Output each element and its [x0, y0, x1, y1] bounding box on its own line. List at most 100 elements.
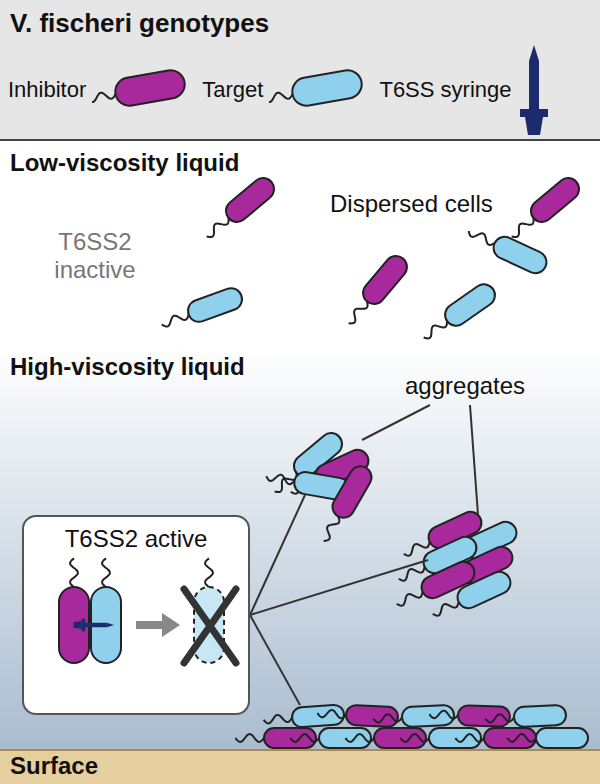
- arrow: [136, 621, 164, 629]
- cell-body: [536, 728, 588, 748]
- flagellum: [397, 563, 426, 582]
- cell-body: [59, 587, 89, 663]
- cell-body: [328, 462, 375, 521]
- surface-line: [0, 749, 600, 751]
- cell-swatch: [269, 62, 365, 118]
- cross-mark: [184, 589, 236, 663]
- leader-line: [362, 405, 430, 440]
- leader-line: [250, 615, 300, 705]
- bacterial-cell: [158, 285, 245, 335]
- syringe-swatch: [518, 44, 550, 136]
- high-viscosity-band: [0, 345, 600, 750]
- cell-body: [526, 174, 583, 227]
- header-band: [0, 0, 600, 140]
- band-title: Surface: [0, 750, 600, 782]
- bacterial-cell: [485, 705, 567, 729]
- legend-item: Target: [202, 62, 365, 118]
- flagellum: [290, 734, 319, 742]
- flagellum: [320, 514, 341, 543]
- bacterial-cell: [428, 568, 514, 624]
- annotation-label: T6SS2 inactive: [30, 228, 160, 284]
- bacterial-cell: [400, 728, 481, 748]
- leader-line: [250, 495, 305, 615]
- leader-line: [250, 560, 428, 615]
- legend-label: Inhibitor: [8, 77, 86, 103]
- cell-body: [185, 285, 245, 325]
- legend-swatch: [113, 68, 187, 108]
- legend-item: T6SS syringe: [379, 44, 549, 136]
- flagellum: [373, 713, 402, 722]
- bacterial-cell: [340, 251, 411, 330]
- annotation-label: aggregates: [405, 372, 575, 400]
- flagellum: [467, 228, 496, 247]
- box-title: T6SS2 active: [24, 517, 248, 553]
- band-title: Low-viscosity liquid: [0, 141, 600, 185]
- flagellum: [317, 709, 346, 718]
- legend-label: Target: [202, 77, 263, 103]
- bacterial-cell: [290, 728, 371, 748]
- bacterial-cell: [269, 68, 364, 113]
- cell-body: [441, 280, 499, 330]
- flagellum: [160, 311, 190, 328]
- low-viscosity-band: [0, 141, 600, 345]
- syringe-icon: [74, 619, 115, 632]
- viscosity-band: High-viscosity liquidT6SS2 active: [0, 345, 600, 750]
- legend-label: T6SS syringe: [379, 77, 511, 103]
- syringe-icon: [520, 45, 548, 135]
- annotation-label: Dispersed cells: [330, 190, 560, 218]
- flagellum: [509, 215, 536, 239]
- bacterial-cell: [314, 462, 375, 546]
- bacterial-cell: [345, 728, 426, 748]
- flagellum: [485, 713, 514, 722]
- cell-body: [514, 705, 567, 728]
- surface-band: [0, 750, 600, 784]
- leader-lines: [250, 405, 478, 705]
- cell-body: [359, 251, 412, 308]
- flagellum: [235, 734, 264, 742]
- flagellum: [345, 734, 374, 742]
- bacterial-cell: [92, 68, 187, 113]
- bacterial-cell: [91, 558, 121, 663]
- bacterial-cell: [263, 704, 345, 730]
- cell-swatch: [92, 62, 188, 118]
- flagellum: [92, 90, 116, 103]
- band-title: V. fischeri genotypes: [0, 0, 600, 47]
- flagellum: [421, 318, 449, 341]
- flagellum: [429, 710, 458, 719]
- flagellum: [70, 558, 78, 587]
- bacterial-cell: [464, 221, 550, 277]
- flagellum: [395, 588, 424, 607]
- flagellum: [102, 558, 110, 587]
- bacterial-cell: [455, 728, 536, 748]
- flagellum: [204, 215, 231, 239]
- cell-body: [484, 728, 536, 748]
- legend: Inhibitor Target T6SS syringe: [8, 44, 564, 136]
- arrowhead: [162, 613, 180, 637]
- bacterial-cell: [200, 174, 279, 245]
- bacterial-cell: [505, 174, 584, 245]
- cell-body: [490, 233, 550, 277]
- legend-swatch: [291, 68, 365, 108]
- band-divider: [0, 139, 600, 141]
- flagellum: [455, 734, 484, 742]
- cell-body: [221, 174, 278, 227]
- bacterial-cell: [417, 280, 499, 347]
- bacterial-cell: [373, 705, 455, 729]
- flagellum: [263, 714, 292, 724]
- flagellum: [205, 558, 213, 587]
- bacterial-cell: [59, 558, 89, 663]
- header-band: V. fischeri genotypes: [0, 0, 600, 140]
- state-box: T6SS2 active: [22, 515, 250, 715]
- flagellum: [431, 598, 460, 617]
- legend-item: Inhibitor: [8, 62, 188, 118]
- bacterial-cell: [235, 728, 316, 748]
- flagellum: [507, 734, 536, 742]
- cell-body: [402, 705, 455, 728]
- bacterial-cell: [507, 728, 588, 748]
- flagellum: [346, 299, 370, 326]
- flagellum: [269, 90, 293, 103]
- flagellum: [266, 472, 296, 485]
- leader-line: [470, 405, 478, 515]
- cell-body: [454, 568, 514, 612]
- flagellum: [400, 734, 429, 742]
